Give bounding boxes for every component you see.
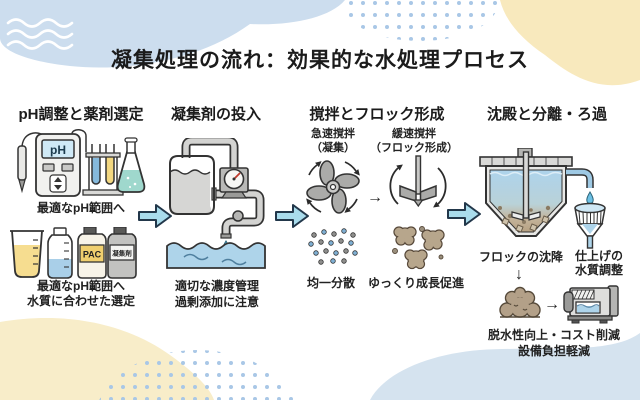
sedimentation-tank-icon (479, 148, 606, 249)
slow-mixing-line2: （フロック形成） (370, 142, 458, 154)
rapid-mixing-line2: （凝集） (311, 142, 355, 154)
slow-mixing-label: 緩速撹拌 （フロック形成） (352, 127, 476, 155)
finish-label: 仕上げの水質調整 (559, 249, 639, 277)
dispersed-particles-icon (308, 228, 358, 265)
dosing-system-icon (166, 138, 266, 269)
step1-title: pH調整と薬剤選定 (18, 106, 144, 123)
flow-arrow-1-icon (138, 204, 172, 228)
wave-lines-icon (6, 18, 74, 50)
rapid-mixing-line1: 急速撹拌 (311, 128, 355, 140)
settle-label: フロックの沈降 (478, 250, 563, 264)
dewatering-machine-icon (563, 285, 619, 324)
pac-label: PAC (83, 250, 102, 260)
chemical-bottles-icon: PAC 凝集剤 (10, 227, 137, 279)
blob-top-right (500, 0, 640, 86)
step2-title: 凝集剤の投入 (170, 106, 261, 123)
step4-caption: 脱水性向上・コスト削減設備負担軽減 (468, 327, 640, 359)
step4-caption-line2: 設備負担軽減 (517, 344, 590, 358)
dots-pattern-top (342, 0, 498, 41)
finish-label-line2: 水質調整 (574, 263, 623, 277)
step3-caption-left: 均一分散 (306, 276, 355, 290)
step3-title: 撹拌とフロック形成 (309, 106, 445, 123)
paddle-mixer-icon (389, 155, 447, 210)
step4-title: 沈殿と分離・ろ過 (486, 106, 607, 123)
step2-caption: 適切な濃度管理過剰添加に注意 (147, 278, 287, 310)
finish-label-line1: 仕上げの (574, 249, 623, 263)
propeller-icon (303, 158, 363, 216)
ph-meter-icon: pH (17, 129, 146, 197)
settle-down-arrow: ↓ (515, 266, 523, 283)
step3-between-arrow: → (367, 189, 383, 206)
step4-caption-line1: 脱水性向上・コスト削減 (487, 328, 620, 342)
sludge-pile-icon (499, 286, 541, 318)
blob-top-left (0, 0, 345, 68)
flow-arrow-2-icon (275, 204, 309, 228)
step1-caption-line1: 最適なpH範囲へ (37, 279, 125, 293)
page-title: 凝集処理の流れ：効果的な水処理プロセス (111, 49, 529, 72)
step2-caption-line1: 適切な濃度管理 (174, 279, 259, 293)
step1-caption-ph-range: 最適なpH範囲へ (37, 201, 125, 215)
step1-caption-line2: 水質に合わせた選定 (26, 294, 135, 308)
step2-caption-line2: 過剰添加に注意 (174, 295, 259, 309)
rapid-mixing-label: 急速撹拌 （凝集） (293, 127, 373, 155)
coagulant-label: 凝集剤 (112, 249, 132, 258)
floc-clusters-icon (392, 226, 445, 270)
dots-pattern-bottom (99, 350, 295, 400)
blob-bottom-right (370, 333, 640, 400)
step3-caption-right: ゆっくり成長促進 (367, 276, 464, 290)
slow-mixing-line1: 緩速撹拌 (392, 128, 436, 140)
flow-arrow-3-icon (447, 202, 481, 226)
ph-display-label: pH (50, 143, 66, 157)
step1-caption-selection: 最適なpH範囲へ水質に合わせた選定 (10, 279, 152, 309)
step4-between-arrow: → (544, 296, 560, 313)
